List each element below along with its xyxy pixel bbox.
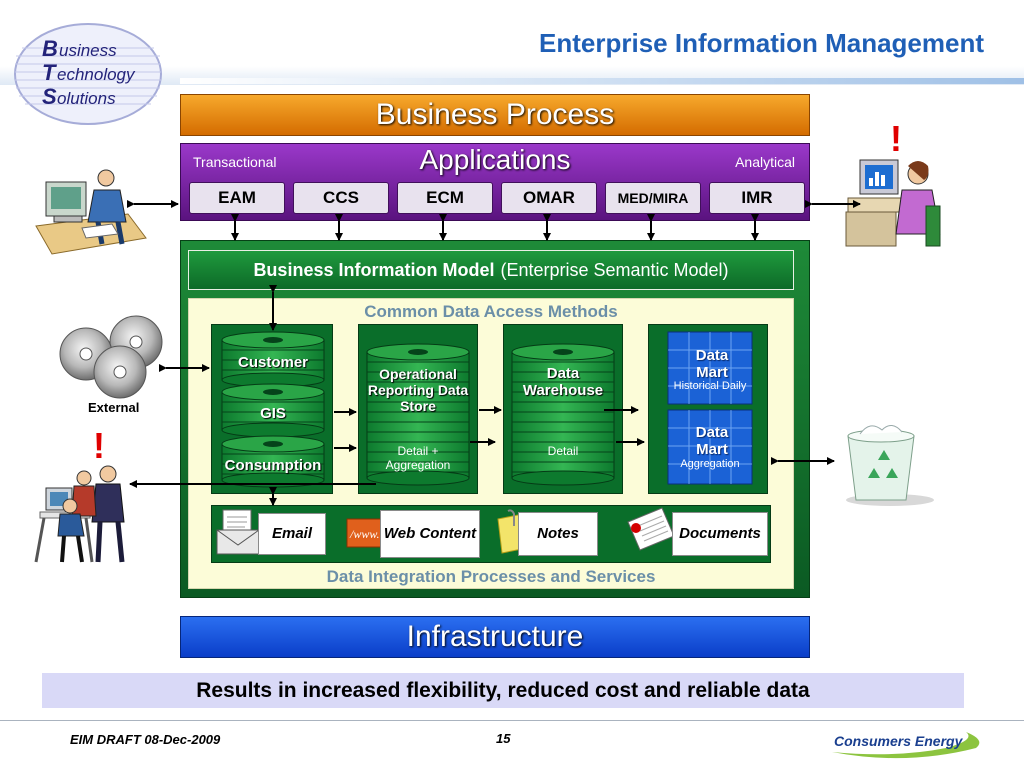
page-title: Enterprise Information Management <box>539 28 984 58</box>
ods-title: Operational Reporting Data Store <box>367 366 469 415</box>
svg-text:olutions: olutions <box>57 89 116 108</box>
data-mart-1-sub: Historical Daily <box>673 380 747 392</box>
transactional-label: Transactional <box>193 154 277 170</box>
documents-icon <box>627 507 675 551</box>
ods-stack-icon <box>366 343 470 486</box>
svg-text:Consumers Energy: Consumers Energy <box>834 733 964 749</box>
bim-title: Business Information Model <box>253 259 495 280</box>
bts-logo: B usiness T echnology S olutions <box>8 18 168 126</box>
analytical-alert-mark: ! <box>890 118 902 159</box>
app-omar[interactable]: OMAR <box>501 182 597 214</box>
header-rule <box>180 78 1024 84</box>
www-page-icon: /www. <box>346 518 386 548</box>
data-mart-2-sub: Aggregation <box>680 458 740 470</box>
app-med-mira[interactable]: MED/MIRA <box>605 182 701 214</box>
www-tag-text: /www. <box>349 527 379 541</box>
external-users-alert-mark: ! <box>93 425 105 466</box>
consumers-energy-logo: Consumers Energy <box>826 726 986 760</box>
results-banner: Results in increased flexibility, reduce… <box>42 673 964 708</box>
email-envelope-icon <box>216 509 260 555</box>
consumption-stack-icon <box>221 435 325 488</box>
page-number: 15 <box>496 731 511 746</box>
svg-text:echnology: echnology <box>57 65 136 84</box>
consumption-label: Consumption <box>224 457 322 474</box>
data-mart-aggregation-icon <box>667 409 753 485</box>
ods-sub: Detail + Aggregation <box>385 444 451 472</box>
business-process-bar: Business Process <box>180 94 810 136</box>
data-mart-1-title: Data Mart <box>695 347 729 381</box>
dw-sub: Detail <box>547 444 579 458</box>
svg-text:S: S <box>42 84 57 109</box>
dw-title: Data Warehouse <box>522 365 604 399</box>
data-mart-historical-icon <box>667 331 753 405</box>
infrastructure-bar: Infrastructure <box>180 616 810 658</box>
external-cd-stack-icon <box>59 315 163 399</box>
business-information-model-bar: Business Information Model (Enterprise S… <box>188 250 794 290</box>
recycle-bin-icon <box>846 425 934 506</box>
dw-stack-icon <box>511 343 615 486</box>
documents-card: Documents <box>672 512 768 556</box>
external-label: External <box>88 400 140 415</box>
data-integration-label: Data Integration Processes and Services <box>326 567 656 586</box>
svg-text:B: B <box>42 36 58 61</box>
app-ecm[interactable]: ECM <box>397 182 493 214</box>
bim-subtitle: (Enterprise Semantic Model) <box>500 259 729 280</box>
email-card: Email <box>258 513 326 555</box>
svg-text:usiness: usiness <box>59 41 117 60</box>
footer-draft-date: EIM DRAFT 08-Dec-2009 <box>70 732 221 747</box>
header-band <box>0 0 1024 85</box>
applications-panel: Applications Transactional Analytical EA… <box>180 143 810 221</box>
customer-label: Customer <box>237 354 308 371</box>
gis-label: GIS <box>260 405 286 422</box>
analytical-user-icon <box>845 159 941 247</box>
app-ccs[interactable]: CCS <box>293 182 389 214</box>
gis-stack-icon <box>221 383 325 438</box>
app-eam[interactable]: EAM <box>189 182 285 214</box>
svg-text:T: T <box>42 60 57 85</box>
analytical-label: Analytical <box>735 154 795 170</box>
notes-card: Notes <box>518 512 598 556</box>
applications-title: Applications <box>419 144 571 175</box>
transactional-user-icon <box>35 169 147 255</box>
customer-stack-icon <box>221 331 325 388</box>
common-data-access-methods-label: Common Data Access Methods <box>364 302 618 321</box>
footer-rule <box>0 720 1024 721</box>
external-users-icon <box>34 465 125 563</box>
data-mart-2-title: Data Mart <box>695 424 729 458</box>
web-content-card: Web Content <box>380 510 480 558</box>
app-imr[interactable]: IMR <box>709 182 805 214</box>
